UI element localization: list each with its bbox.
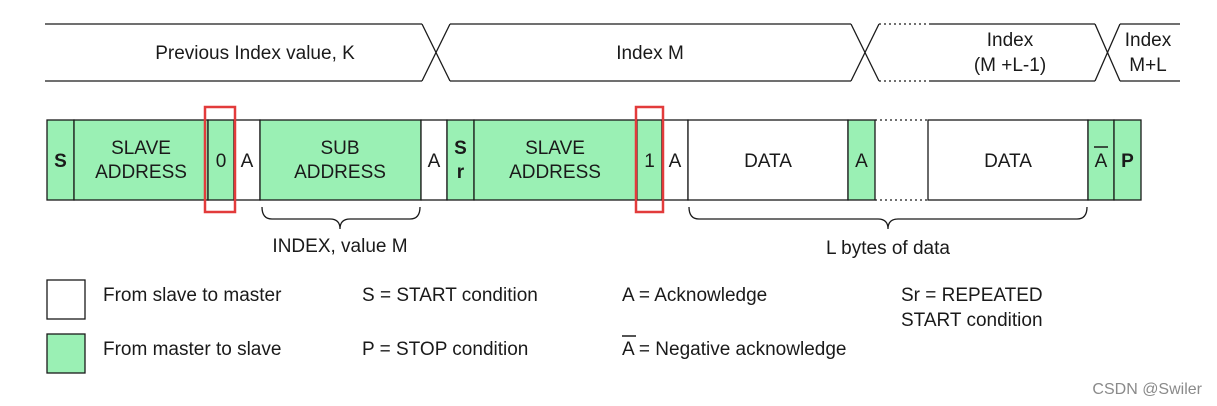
legend-stop-def: P = STOP condition (362, 339, 528, 360)
previous-index-label: Previous Index value, K (155, 43, 355, 64)
ack-1-label: A (241, 151, 254, 172)
repeated-start-line1: S (454, 138, 467, 159)
legend-sr-def-line2: START condition (901, 310, 1043, 331)
index-value-brace (261, 206, 421, 230)
legend-master-to-slave: From master to slave (103, 339, 281, 360)
ack-3-label: A (669, 151, 682, 172)
legend-sr-def-line1: Sr = REPEATED (901, 285, 1043, 306)
ack-cell-4 (847, 119, 876, 201)
repeated-start-line2: r (457, 162, 465, 183)
legend-nack-text: = Negative acknowledge (634, 339, 847, 360)
ack-4-label: A (855, 151, 868, 172)
rw-bit-cell-2 (636, 119, 663, 201)
slave-address-cell-2 (473, 119, 638, 201)
data-2-label: DATA (984, 151, 1032, 172)
index-m-l-1-label-line2: (M +L-1) (974, 55, 1046, 76)
legend-nack-letter: A (622, 339, 635, 360)
nack-cell (1087, 119, 1115, 201)
stop-label: P (1121, 151, 1134, 172)
legend-start-def: S = START condition (362, 285, 538, 306)
index-bar (45, 23, 1180, 82)
data-cell-1 (687, 119, 849, 201)
index-m-label: Index M (616, 43, 684, 64)
slave-address-cell-1 (73, 119, 209, 201)
ack-cell-2 (420, 119, 448, 201)
index-m-l-1-label-line1: Index (987, 30, 1034, 51)
index-value-label: INDEX, value M (272, 236, 407, 257)
slave-address-2-line2: ADDRESS (509, 162, 601, 183)
legend-master-to-slave-swatch (46, 333, 86, 374)
nack-label: A (1095, 151, 1108, 172)
legend-ack-def: A = Acknowledge (622, 285, 767, 306)
frame-row (46, 119, 1142, 201)
slave-address-2-line1: SLAVE (525, 138, 585, 159)
rw-bit-2-label: 1 (644, 151, 655, 172)
index-m-l-label-line2: M+L (1129, 55, 1167, 76)
rw-bit-highlight-1 (203, 105, 237, 214)
slave-address-1-line1: SLAVE (111, 138, 171, 159)
watermark: CSDN @Swiler (1092, 381, 1202, 398)
rw-bit-1-label: 0 (216, 151, 227, 172)
legend-slave-to-master: From slave to master (103, 285, 282, 306)
stop-cell (1113, 119, 1142, 201)
start-label: S (54, 151, 67, 172)
sub-address-line1: SUB (320, 138, 359, 159)
data-cell-2 (927, 119, 1089, 201)
slave-address-1-line2: ADDRESS (95, 162, 187, 183)
data-1-label: DATA (744, 151, 792, 172)
sub-address-cell (259, 119, 422, 201)
rw-bit-highlight-2 (634, 105, 665, 214)
ack-2-label: A (428, 151, 441, 172)
ack-cell-3 (661, 119, 689, 201)
legend-slave-to-master-swatch (46, 279, 86, 320)
rw-bit-cell-1 (207, 119, 235, 201)
legend-nack-def: A = Negative acknowledge (622, 339, 846, 360)
l-bytes-brace (688, 206, 1088, 230)
l-bytes-label: L bytes of data (826, 238, 950, 259)
index-m-l-label-line1: Index (1125, 30, 1172, 51)
repeated-start-cell (446, 119, 475, 201)
sub-address-line2: ADDRESS (294, 162, 386, 183)
